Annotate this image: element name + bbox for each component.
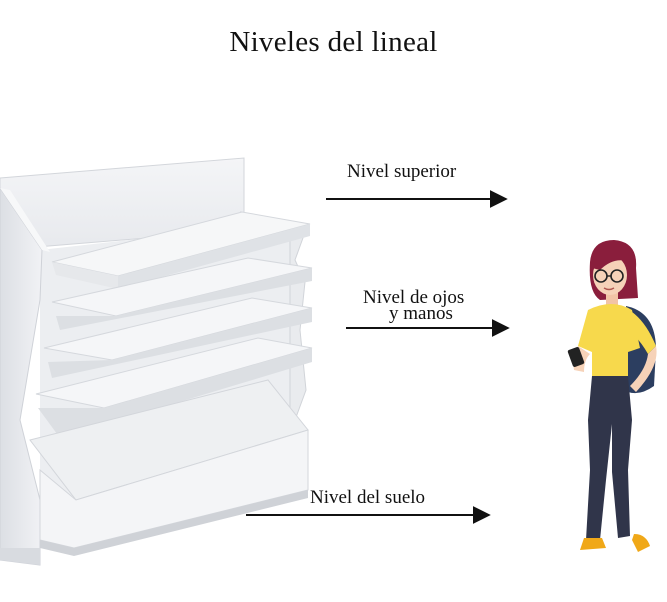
label-eye-level: Nivel de ojos y manos — [363, 288, 464, 324]
phone — [567, 347, 585, 367]
pants — [586, 376, 632, 540]
label-floor-level: Nivel del suelo — [310, 487, 426, 508]
shoe-left — [580, 538, 606, 550]
diagram-title: Niveles del lineal — [229, 26, 438, 58]
label-eye-level-line2: y manos — [389, 303, 453, 324]
label-top-level: Nivel superior — [347, 161, 457, 182]
label-eye-level-line1: Nivel de ojos — [363, 287, 465, 308]
person-illustration — [567, 240, 657, 552]
shirt — [578, 304, 640, 376]
shelf-unit-illustration — [0, 157, 313, 566]
shoe-right — [632, 534, 650, 552]
